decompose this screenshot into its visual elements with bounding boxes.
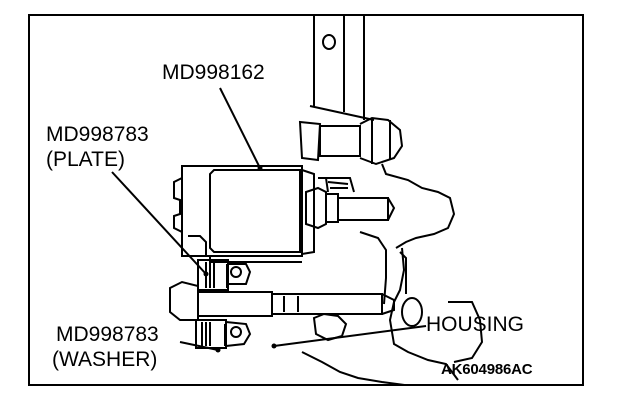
label-md998162: MD998162 — [162, 61, 265, 84]
upper-bolt — [298, 116, 404, 166]
label-washer-part-number: MD998783 — [56, 323, 159, 346]
leader-lines — [111, 87, 427, 351]
diagram-frame — [28, 14, 584, 386]
tool-md998162 — [173, 165, 315, 263]
shaft — [309, 16, 375, 121]
middle-bolt — [305, 177, 396, 230]
label-housing: HOUSING — [426, 313, 525, 336]
housing-body — [301, 163, 484, 384]
mechanical-drawing — [111, 16, 484, 384]
label-washer-name: (WASHER) — [52, 348, 158, 371]
lower-bolt — [169, 280, 395, 321]
washer-part — [195, 319, 252, 349]
label-plate-name: (PLATE) — [46, 148, 125, 171]
label-plate-part-number: MD998783 — [46, 123, 149, 146]
figure-code: AK604986AC — [441, 361, 533, 378]
